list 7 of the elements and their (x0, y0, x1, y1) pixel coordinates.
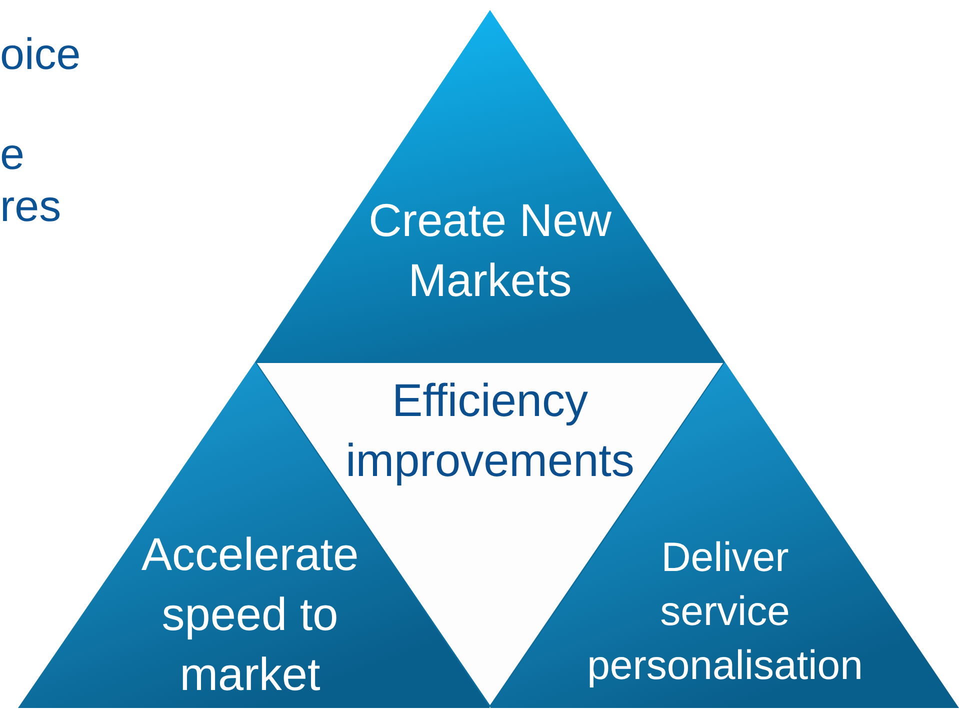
node-label: Efficiency improvements (344, 373, 636, 488)
text-fragment: oice (0, 30, 81, 80)
text-fragment: res (0, 182, 62, 232)
node-label: Create New Markets (368, 193, 612, 308)
node-label: Accelerate speed to market (140, 527, 360, 702)
text-fragment: e (0, 130, 24, 180)
node-label: Deliver service personalisation (586, 533, 864, 690)
